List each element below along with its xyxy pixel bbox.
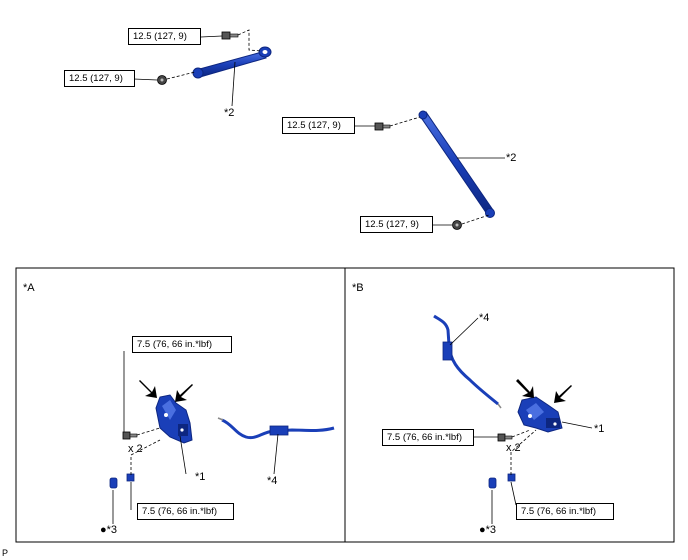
hood-lock-a xyxy=(155,394,193,444)
nut-icon xyxy=(157,75,167,85)
panel-a-frame xyxy=(15,267,346,543)
bolt-icon xyxy=(126,473,135,482)
arrow-icon xyxy=(554,385,572,403)
arrow-icon xyxy=(175,384,193,402)
corner-mark: P xyxy=(2,548,9,558)
torque-label: 7.5 (76, 66 in.*lbf) xyxy=(382,429,474,446)
panel-a-title: *A xyxy=(23,282,35,294)
bolt-icon xyxy=(221,31,239,40)
panel-b-frame xyxy=(344,267,675,543)
bolt-icon xyxy=(122,431,138,440)
torque-label: 12.5 (127, 9) xyxy=(64,70,135,87)
quantity-label: x 2 xyxy=(506,442,521,454)
bolt-icon xyxy=(497,433,513,442)
part-label: *4 xyxy=(267,475,278,487)
part-label: *2 xyxy=(224,107,235,119)
torque-label: 7.5 (76, 66 in.*lbf) xyxy=(132,336,232,353)
release-cable-a xyxy=(217,417,335,440)
arrow-icon xyxy=(516,379,534,398)
part-label: ●*3 xyxy=(479,524,497,536)
torque-label: 7.5 (76, 66 in.*lbf) xyxy=(516,503,614,520)
torque-label: 7.5 (76, 66 in.*lbf) xyxy=(137,503,234,520)
torque-label: 12.5 (127, 9) xyxy=(360,216,433,233)
quantity-label: x 2 xyxy=(128,443,143,455)
nut-icon xyxy=(452,220,462,230)
support-rod-b xyxy=(418,110,495,218)
part-label: *2 xyxy=(506,152,517,164)
bolt-icon xyxy=(507,473,516,482)
arrow-icon xyxy=(139,380,157,398)
pin-icon xyxy=(109,477,118,489)
part-label: ●*3 xyxy=(100,524,118,536)
release-cable-b xyxy=(433,314,502,409)
support-rod-a xyxy=(192,46,272,79)
bolt-icon xyxy=(374,122,391,131)
part-label: *1 xyxy=(195,471,206,483)
pin-icon xyxy=(488,477,497,489)
part-label: *1 xyxy=(594,423,605,435)
panel-b-title: *B xyxy=(352,282,364,294)
hood-lock-b xyxy=(517,396,563,433)
part-label: *4 xyxy=(479,312,490,324)
torque-label: 12.5 (127, 9) xyxy=(282,117,355,134)
torque-label: 12.5 (127, 9) xyxy=(128,28,201,45)
